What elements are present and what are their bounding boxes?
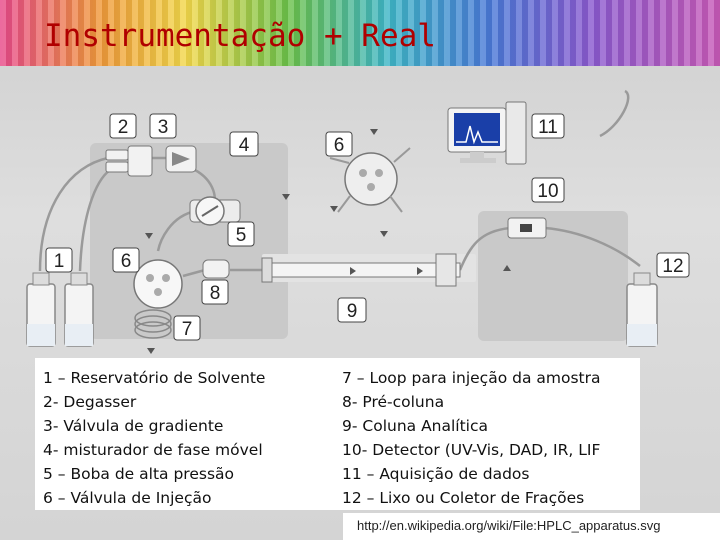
flow-arrows [145,129,511,354]
svg-text:8: 8 [210,283,221,304]
valve-detail [329,147,411,213]
marker-5: 5 [227,221,255,247]
legend-item: 1 – Reservatório de Solvente [43,369,266,387]
solvent-bottle-b [64,272,94,347]
analytical-column [261,253,461,287]
legend-item: 9- Coluna Analítica [342,417,489,435]
svg-text:9: 9 [347,301,358,322]
svg-text:11: 11 [538,117,558,138]
detector-panel [478,211,628,341]
legend-item: 3- Válvula de gradiente [43,417,224,435]
svg-text:2: 2 [118,117,129,138]
svg-text:7: 7 [182,319,193,340]
injection-valve [133,259,183,309]
legend-item: 11 – Aquisição de dados [342,465,530,483]
high-pressure-pump [189,196,241,226]
degasser [105,145,153,177]
marker-3: 3 [149,113,177,139]
marker-10: 10 [531,177,565,203]
pre-column [202,259,230,279]
waste-bottle [626,272,658,347]
legend-item: 12 – Lixo ou Coletor de Frações [342,489,585,507]
marker-11: 11 [531,113,565,139]
marker-12: 12 [656,252,690,278]
legend-item: 2- Degasser [43,393,137,411]
legend-item: 6 – Válvula de Injeção [43,489,212,507]
marker-6-prime: 6 [325,131,353,157]
svg-text:12: 12 [662,256,683,277]
title-banner [0,0,720,66]
slide-title: Instrumentação + Real [44,18,436,54]
legend-item: 8- Pré-coluna [342,393,445,411]
marker-2: 2 [109,113,137,139]
legend-item: 7 – Loop para injeção da amostra [342,369,601,387]
legend-item: 10- Detector (UV-Vis, DAD, IR, LIF [342,441,601,459]
legend-left-column: 1 – Reservatório de Solvente 2- Degasser… [43,366,265,510]
legend-right-column: 7 – Loop para injeção da amostra 8- Pré-… [342,366,600,510]
svg-text:4: 4 [239,135,250,156]
svg-text:6: 6 [121,251,132,272]
marker-6: 6 [112,247,140,273]
marker-9: 9 [337,297,367,323]
source-caption: http://en.wikipedia.org/wiki/File:HPLC_a… [343,513,720,540]
legend-item: 5 – Boba de alta pressão [43,465,234,483]
component-legend: 1 – Reservatório de Solvente 2- Degasser… [35,358,640,510]
marker-8: 8 [201,279,229,305]
svg-text:3: 3 [158,117,169,138]
marker-7: 7 [173,315,201,341]
legend-item: 4- misturador de fase móvel [43,441,263,459]
solvent-bottle-a [26,272,56,347]
detector [507,217,547,239]
svg-text:10: 10 [537,181,558,202]
svg-text:1: 1 [54,251,65,272]
marker-4: 4 [229,131,259,157]
svg-text:6: 6 [334,135,345,156]
sample-loop [134,309,172,339]
data-acquisition-computer [447,101,527,165]
marker-1: 1 [45,247,73,273]
gradient-mixer [165,145,197,173]
svg-text:5: 5 [236,225,247,246]
source-url: http://en.wikipedia.org/wiki/File:HPLC_a… [357,518,661,533]
hplc-apparatus-diagram: 1 2 3 4 5 6 6 7 8 9 10 11 [26,89,690,354]
